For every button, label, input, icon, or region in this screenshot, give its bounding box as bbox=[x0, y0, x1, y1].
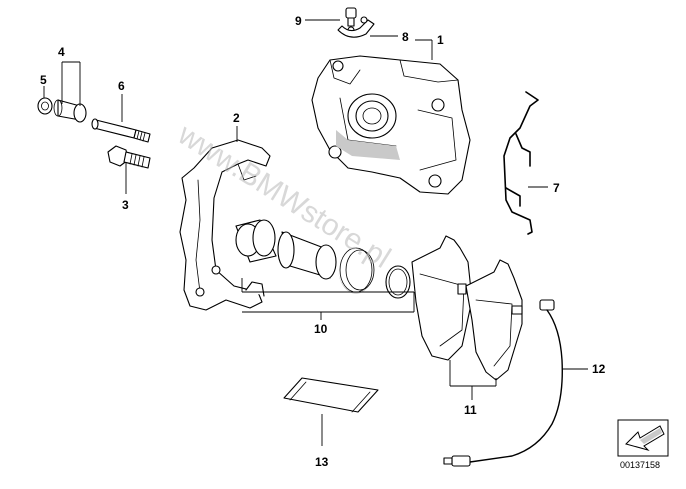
brake-pads-drawing bbox=[411, 235, 523, 381]
reference-box: 00137158 bbox=[617, 419, 669, 470]
bleeder-clip-drawing bbox=[337, 16, 375, 38]
part-label-13: 13 bbox=[315, 455, 329, 469]
part-label-9: 9 bbox=[295, 14, 302, 28]
anti-rattle-spring-drawing bbox=[503, 91, 539, 235]
part-label-1: 1 bbox=[437, 33, 444, 47]
hex-bolt-drawing bbox=[107, 145, 151, 169]
part-label-4: 4 bbox=[58, 45, 65, 59]
wear-sensor-drawing bbox=[443, 299, 563, 467]
grease-packet-drawing bbox=[283, 377, 379, 413]
part-label-7: 7 bbox=[553, 181, 560, 195]
part-label-11: 11 bbox=[464, 403, 477, 417]
part-label-6: 6 bbox=[118, 79, 125, 93]
guide-sleeve-drawing bbox=[53, 99, 87, 123]
part-label-12: 12 bbox=[592, 362, 606, 376]
part-label-10: 10 bbox=[314, 322, 328, 336]
guide-bolt-drawing bbox=[91, 118, 151, 143]
part-number-labels: 1 2 3 4 5 6 7 8 9 10 11 12 13 bbox=[40, 14, 606, 469]
part-label-8: 8 bbox=[402, 30, 409, 44]
callout-lines bbox=[43, 19, 588, 446]
part-label-2: 2 bbox=[233, 111, 240, 125]
part-label-3: 3 bbox=[122, 198, 129, 212]
cap-drawing bbox=[37, 97, 53, 115]
caliper-housing-drawing bbox=[311, 55, 471, 195]
piston-kit-drawing bbox=[235, 219, 411, 299]
diagram-code-label: 00137158 bbox=[620, 460, 660, 470]
part-label-5: 5 bbox=[40, 73, 47, 87]
